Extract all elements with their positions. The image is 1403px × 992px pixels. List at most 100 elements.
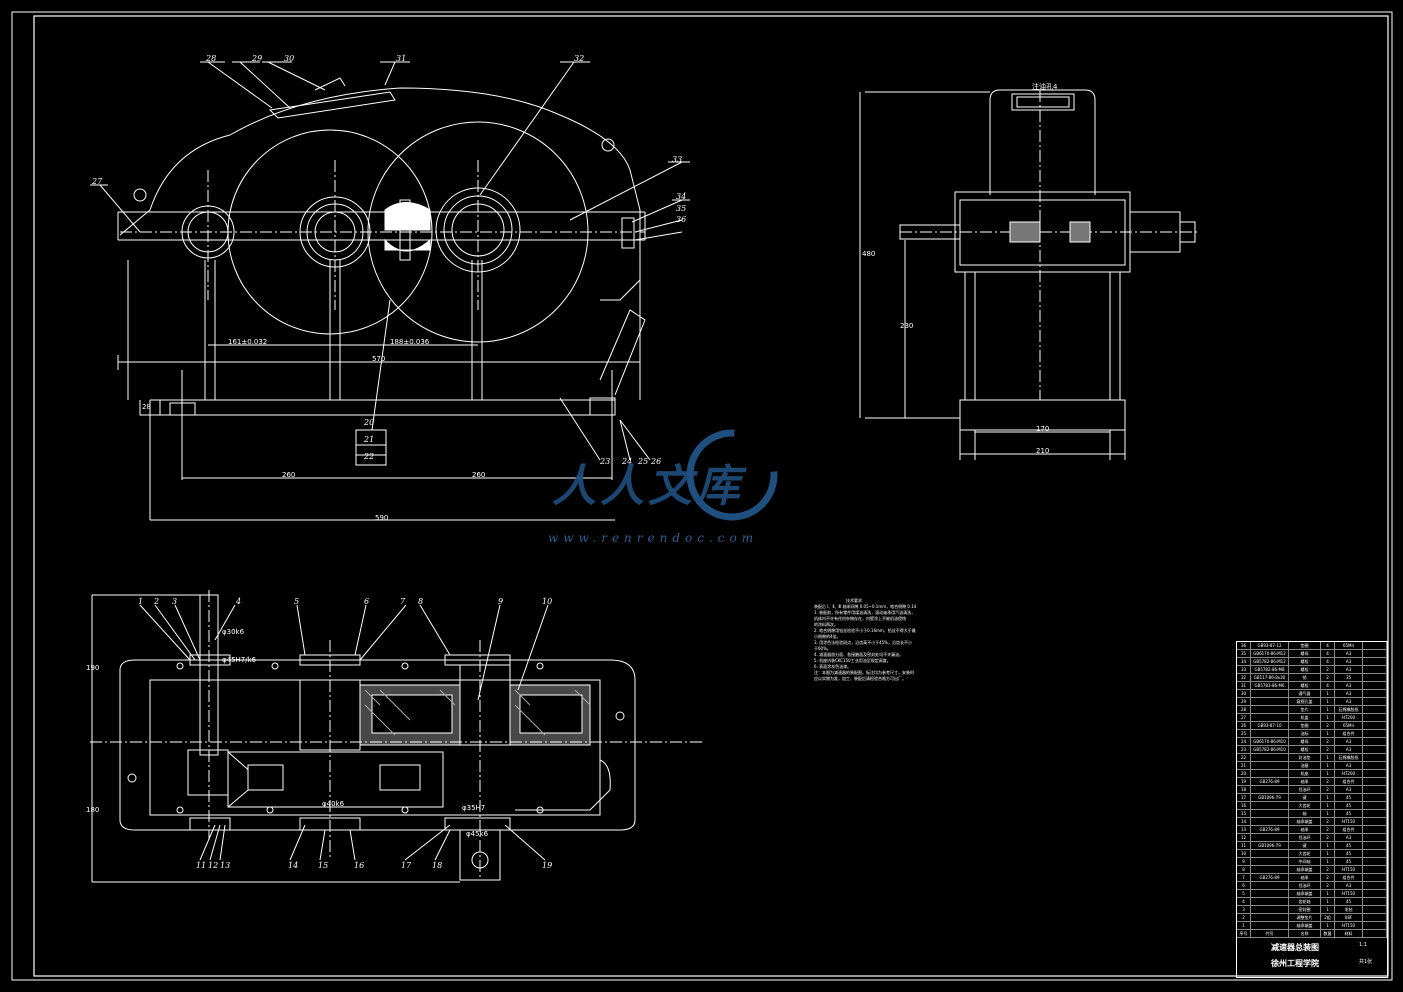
bom-cell bbox=[1251, 706, 1289, 714]
bom-cell: 销 bbox=[1289, 674, 1321, 682]
title-school: 徐州工程学院 bbox=[1271, 959, 1319, 968]
watermark-logo-icon bbox=[686, 429, 778, 521]
bom-cell: GB93-87-12 bbox=[1251, 642, 1289, 650]
bom-cell bbox=[1363, 834, 1387, 842]
bom-cell bbox=[1363, 898, 1387, 906]
bom-cell: 12 bbox=[1237, 834, 1251, 842]
bom-cell bbox=[1251, 922, 1289, 930]
dim-width-inner: 170 bbox=[1036, 425, 1050, 433]
bom-cell: 1 bbox=[1321, 754, 1335, 762]
bom-cell: 19 bbox=[1237, 778, 1251, 786]
bom-cell bbox=[1363, 690, 1387, 698]
bom-cell: GB5782-86-M12 bbox=[1251, 658, 1289, 666]
bom-cell: 45 bbox=[1335, 802, 1363, 810]
bom-cell: 2组 bbox=[1321, 914, 1335, 922]
bom-cell: 24 bbox=[1237, 738, 1251, 746]
bom-cell: 2 bbox=[1321, 778, 1335, 786]
bom-cell: 1 bbox=[1321, 802, 1335, 810]
bom-cell: 11 bbox=[1237, 842, 1251, 850]
bom-cell: 34 bbox=[1237, 658, 1251, 666]
notes-heading: 技术要求 bbox=[846, 598, 862, 603]
dim-center1: 161±0.032 bbox=[228, 338, 268, 346]
bom-cell: 22 bbox=[1237, 754, 1251, 762]
part-label: 17 bbox=[401, 861, 412, 870]
bom-cell: 4 bbox=[1321, 642, 1335, 650]
notes-line: 机体内不许有任何杂物存在，内壁涂上不被机油侵蚀 bbox=[814, 616, 906, 621]
part-label: 27 bbox=[92, 177, 103, 186]
dim-base-thk: 28 bbox=[142, 403, 151, 411]
dim-half-right: 260 bbox=[472, 471, 486, 479]
bom-cell: 石棉橡胶纸 bbox=[1335, 706, 1363, 714]
bom-cell: 螺栓 bbox=[1289, 666, 1321, 674]
bom-cell: 窥视孔盖 bbox=[1289, 698, 1321, 706]
bom-cell: 13 bbox=[1237, 826, 1251, 834]
bom-cell: HT150 bbox=[1335, 818, 1363, 826]
bom-cell: A3 bbox=[1335, 666, 1363, 674]
notes-line: 5. 机座内装CKC150工业用油至规定高度。 bbox=[814, 658, 891, 663]
bom-cell: 代号 bbox=[1251, 930, 1289, 938]
title-drawing-name: 减速器总装图 bbox=[1271, 943, 1319, 952]
notes-line: 2. 啮合侧隙用铅丝检验不小于0.16mm，铅丝不得大于最 bbox=[814, 628, 916, 633]
bom-cell bbox=[1251, 834, 1289, 842]
bom-cell: A3 bbox=[1335, 690, 1363, 698]
bom-cell: 轴承端盖 bbox=[1289, 866, 1321, 874]
bom-cell: 45 bbox=[1335, 810, 1363, 818]
bom-cell: 调整垫片 bbox=[1289, 914, 1321, 922]
bom-cell: HT150 bbox=[1335, 866, 1363, 874]
bom-cell: 26 bbox=[1237, 722, 1251, 730]
bom-cell: 1 bbox=[1321, 898, 1335, 906]
bom-cell: 1 bbox=[1321, 690, 1335, 698]
notes-line: 小侧隙的4倍。 bbox=[814, 634, 841, 639]
bom-cell: 齿轮轴 bbox=[1289, 898, 1321, 906]
part-label: 14 bbox=[288, 861, 299, 870]
bom-cell: A3 bbox=[1335, 882, 1363, 890]
bom-cell bbox=[1363, 682, 1387, 690]
bom-cell: 6 bbox=[1237, 882, 1251, 890]
bom-cell bbox=[1363, 890, 1387, 898]
bom-cell: 21 bbox=[1237, 762, 1251, 770]
technical-notes: 技术要求 装配后 Ⅰ、Ⅱ、Ⅲ 轴承间隙 0.05~0.1mm，啮合侧隙 0.14… bbox=[814, 598, 944, 682]
bom-cell bbox=[1251, 882, 1289, 890]
bom-cell bbox=[1363, 810, 1387, 818]
bom-cell: GB1096-79 bbox=[1251, 794, 1289, 802]
part-label: 22 bbox=[364, 452, 375, 461]
bom-cell bbox=[1251, 858, 1289, 866]
notes-line: 于60%。 bbox=[814, 646, 831, 651]
bom-cell: 螺栓 bbox=[1289, 746, 1321, 754]
dim-half-left: 260 bbox=[282, 471, 296, 479]
part-label: 7 bbox=[400, 597, 406, 606]
bom-cell: 7 bbox=[1237, 874, 1251, 882]
bom-cell: 27 bbox=[1237, 714, 1251, 722]
part-label: 36 bbox=[676, 215, 687, 224]
side-top-label: 注油孔4 bbox=[1032, 83, 1058, 91]
bom-cell: 17 bbox=[1237, 794, 1251, 802]
bom-cell bbox=[1363, 770, 1387, 778]
bom-cell: 1 bbox=[1321, 850, 1335, 858]
bom-cell bbox=[1363, 858, 1387, 866]
outer-border bbox=[11, 11, 1393, 981]
bom-cell bbox=[1363, 802, 1387, 810]
bom-cell: 1 bbox=[1321, 770, 1335, 778]
bom-cell: 1 bbox=[1321, 698, 1335, 706]
bom-cell: GB5783-86-M6 bbox=[1251, 682, 1289, 690]
bom-cell bbox=[1363, 714, 1387, 722]
watermark-url: www.renrendoc.com bbox=[548, 531, 759, 545]
bom-cell: HT200 bbox=[1335, 770, 1363, 778]
bom-cell: 石棉橡胶纸 bbox=[1335, 754, 1363, 762]
bom-cell: 密封圈 bbox=[1289, 906, 1321, 914]
bom-cell: GB276-89 bbox=[1251, 778, 1289, 786]
front-view bbox=[90, 61, 690, 521]
bom-cell: 35 bbox=[1237, 650, 1251, 658]
bom-cell bbox=[1363, 906, 1387, 914]
part-label: 35 bbox=[676, 204, 687, 213]
bom-cell: 轴承端盖 bbox=[1289, 922, 1321, 930]
